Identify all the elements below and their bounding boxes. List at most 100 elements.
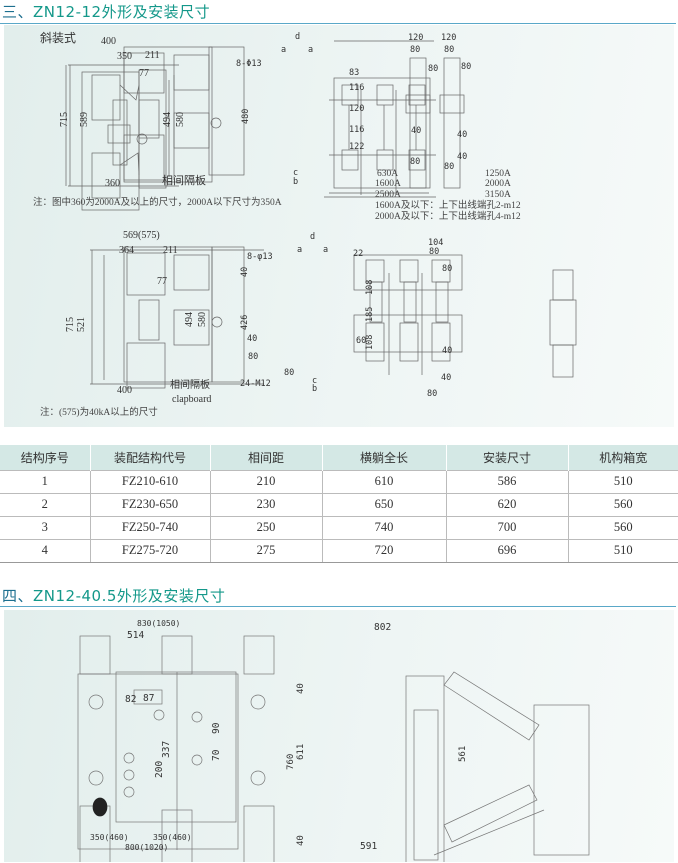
dim-611: 611 — [296, 743, 306, 760]
cell: 1 — [0, 469, 90, 493]
dim-82: 82 — [125, 694, 137, 705]
column-header: 机构箱宽 — [567, 445, 678, 470]
dim-80: 80 — [284, 368, 295, 378]
divider — [0, 606, 676, 607]
front-view-drawing — [77, 635, 275, 862]
dim-494: 494 — [162, 112, 173, 127]
dim-200: 200 — [154, 760, 165, 778]
dim-120: 120 — [349, 104, 365, 114]
table-header-row: 结构序号 装配结构代号 相间距 横躺全长 安装尺寸 机构箱宽 — [0, 445, 678, 470]
dim-116: 116 — [349, 125, 365, 135]
dim-40: 40 — [441, 373, 452, 383]
terminal-spec-2000a: 2000A及以下：上下出线端孔4-m12 — [375, 212, 521, 222]
zn12-40-drawings-panel: 830(1050) 514 82 87 90 70 200 337 350(46… — [4, 610, 674, 862]
dim-122: 122 — [349, 142, 365, 152]
zn12-12-line-drawings — [65, 40, 577, 389]
dim-22: 22 — [353, 249, 364, 259]
section-3-title: 三、ZN12-12外形及安装尺寸 — [2, 3, 211, 21]
cell: 720 — [321, 538, 446, 563]
dim-holes: 8-φ13 — [247, 252, 273, 262]
dim-211: 211 — [145, 50, 160, 61]
dim-holes: 8-Φ13 — [236, 59, 262, 69]
cell: 210 — [209, 469, 322, 493]
cell: 230 — [209, 492, 322, 516]
dim-80: 80 — [444, 45, 455, 55]
cell: FZ275-720 — [89, 538, 210, 563]
column-header: 装配结构代号 — [89, 445, 210, 470]
cell: 250 — [209, 515, 322, 539]
dim-60: 60 — [356, 336, 367, 346]
dim-80: 80 — [427, 389, 438, 399]
dim-b: b — [312, 384, 318, 394]
dim-350: 350(460) — [153, 833, 192, 842]
clapboard-label: clapboard — [172, 394, 212, 405]
front-mount-drawing-12kv — [324, 40, 436, 198]
dim-83: 83 — [349, 68, 360, 78]
column-header: 安装尺寸 — [445, 445, 568, 470]
cell: 560 — [567, 515, 678, 539]
dim-108: 108 — [365, 279, 375, 295]
rating-2000a: 2000A — [485, 179, 511, 189]
dim-40: 40 — [442, 346, 453, 356]
rating-1600a: 1600A — [375, 179, 401, 189]
cell: 740 — [321, 515, 446, 539]
dim-40: 40 — [296, 683, 306, 694]
dim-800: 800(1020) — [125, 843, 169, 852]
dim-589: 589 — [79, 112, 90, 127]
dim-337: 337 — [161, 740, 172, 758]
zn12-40-line-drawings — [77, 635, 590, 862]
dim-d: d — [310, 232, 316, 242]
cell: 275 — [209, 538, 322, 563]
dim-80: 80 — [248, 352, 259, 362]
cell: 4 — [0, 538, 90, 563]
dim-77: 77 — [157, 276, 167, 287]
dim-715: 715 — [65, 317, 76, 332]
dim-c: c — [293, 168, 299, 178]
cell: 650 — [321, 492, 446, 516]
dim-580: 580 — [197, 312, 208, 327]
dim-400: 400 — [101, 36, 116, 47]
cell: 3 — [0, 515, 90, 539]
cell: FZ210-610 — [89, 469, 210, 493]
dim-211: 211 — [163, 245, 178, 256]
dim-40: 40 — [457, 152, 468, 162]
cell: 610 — [321, 469, 446, 493]
column-header: 相间距 — [209, 445, 322, 470]
cell: 700 — [445, 515, 568, 539]
zn12-12-drawings-panel: 斜装式 400 350 211 77 715 589 494 580 360 相… — [4, 25, 674, 427]
dim-350: 350 — [117, 51, 132, 62]
dim-70: 70 — [211, 749, 222, 761]
dim-bolts: 24-M12 — [240, 379, 271, 389]
dim-580: 580 — [175, 112, 186, 127]
cell: 620 — [445, 492, 568, 516]
rating-3150a: 3150A — [485, 190, 511, 200]
dim-80: 80 — [410, 157, 421, 167]
dim-591: 591 — [360, 841, 378, 852]
dim-120: 120 — [408, 33, 424, 43]
column-header: 结构序号 — [0, 445, 90, 470]
front-mount-drawing-side — [90, 46, 264, 385]
dim-760: 760 — [286, 753, 296, 770]
dim-77: 77 — [139, 68, 149, 79]
note-360: 注：图中360为2000A及以上的尺寸，2000A以下尺寸为350A — [33, 198, 282, 208]
terminal-spec-1600a: 1600A及以下：上下出线端孔2-m12 — [375, 201, 521, 211]
dim-80: 80 — [429, 247, 440, 257]
note-575: 注：(575)为40kA以上的尺寸 — [40, 408, 158, 418]
side-view-drawing — [405, 671, 590, 862]
dim-426: 426 — [240, 314, 250, 330]
dim-d: d — [295, 32, 301, 42]
partition-label: 相间隔板 — [162, 174, 206, 187]
dim-360: 360 — [105, 178, 120, 189]
partition-label: 相间隔板 — [170, 380, 210, 391]
terminal-drawing-40ka — [549, 269, 577, 378]
dim-40: 40 — [240, 266, 250, 277]
dim-108: 108 — [365, 334, 375, 350]
dim-40: 40 — [247, 334, 258, 344]
dim-364: 364 — [119, 245, 134, 256]
dim-116: 116 — [349, 83, 365, 93]
dim-480: 480 — [241, 108, 251, 124]
dim-80: 80 — [410, 45, 421, 55]
section-4-title: 四、ZN12-40.5外形及安装尺寸 — [2, 587, 226, 605]
